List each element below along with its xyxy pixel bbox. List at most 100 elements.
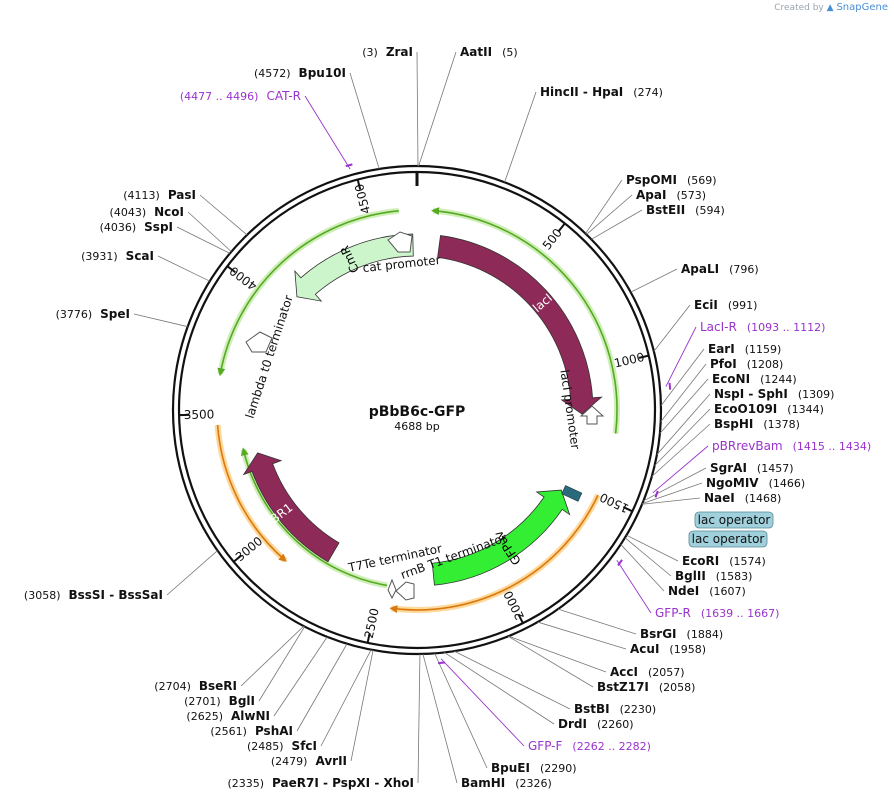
- site-label-naei: NaeI(1468): [704, 491, 781, 505]
- site-label-zrai: (3)ZraI: [362, 45, 413, 59]
- lac-operator-text-1: lac operator: [698, 513, 771, 527]
- tick-mark-1000: [638, 354, 649, 359]
- site-label-apai: ApaI(573): [636, 188, 706, 202]
- site-label-acui: AcuI(1958): [630, 642, 706, 656]
- leader-avrii: [350, 649, 374, 762]
- leader-bstz17i: [508, 635, 594, 688]
- tick-mark-2000: [517, 613, 524, 624]
- tick-mark-2500: [366, 632, 371, 644]
- primer-mark-laci-r: [668, 382, 672, 390]
- tick-mark-4500: [356, 179, 362, 190]
- feature-laci: [437, 235, 603, 415]
- leader-ecoo109i: [654, 408, 711, 467]
- rep-inner-arrow: [240, 447, 388, 587]
- site-label-bstbi: BstBI(2230): [574, 702, 656, 716]
- site-label-ndei: NdeI(1607): [668, 584, 746, 598]
- tick-mark-3000: [233, 554, 243, 563]
- backbone-outer-circle: [171, 164, 663, 656]
- leader-ncoi: [187, 211, 232, 252]
- rep-region-arrow: [216, 424, 287, 562]
- site-label-ncoi: (4043)NcoI: [110, 205, 184, 219]
- site-label-pfoi: PfoI(1208): [710, 357, 783, 371]
- leader-scai: [157, 255, 210, 282]
- primer-mark-gfp-r: [617, 559, 623, 566]
- primer-leader-gfp-r: [616, 559, 652, 614]
- site-label-bsphi: BspHI(1378): [714, 417, 800, 431]
- plasmid-length: 4688 bp: [394, 420, 439, 433]
- site-label-bsteii: BstEII(594): [646, 203, 725, 217]
- site-label-aatii: AatII(5): [460, 45, 518, 59]
- leader-spei: [133, 313, 188, 328]
- site-label-ecori: EcoRI(1574): [682, 554, 766, 568]
- leader-bsrgi: [557, 608, 637, 635]
- site-label-drdi: DrdI(2260): [558, 717, 634, 731]
- feature-pbbr1-rep: [242, 452, 340, 563]
- leader-bstbi: [453, 650, 571, 710]
- leader-hincii-hpai: [504, 91, 537, 183]
- leader-alwni: [273, 636, 328, 717]
- feature-cmr: [294, 233, 414, 302]
- site-label-scai: (3931)ScaI: [81, 249, 154, 263]
- leader-zrai: [416, 51, 419, 167]
- site-label-ecii: EciI(991): [694, 298, 757, 312]
- site-label-bstz17i: BstZ17I(2058): [597, 680, 695, 694]
- lambda-t0-terminator-arrow: [245, 331, 273, 353]
- snapgene-logo-icon: ▲: [826, 3, 834, 13]
- leader-bamhi: [422, 653, 458, 784]
- tick-label: 1000: [613, 350, 646, 371]
- plasmid-name: pBbB6c-GFP: [369, 404, 466, 420]
- gfp-region-arrow: [389, 494, 599, 614]
- site-label-spei: (3776)SpeI: [56, 307, 130, 321]
- leader-acci: [508, 635, 607, 673]
- leader-apai: [586, 194, 633, 235]
- tick-label: 1500: [597, 490, 631, 516]
- site-label-eari: EarI(1159): [708, 342, 781, 356]
- cat-promoter-arrow: [387, 231, 413, 253]
- tick-mark-1500: [622, 506, 633, 513]
- site-label-bsssi-bsssai: (3058)BssSI - BssSaI: [24, 588, 163, 602]
- laci-promoter-arrow: [579, 405, 605, 425]
- site-label-econi: EcoNI(1244): [712, 372, 797, 386]
- leader-econi: [659, 378, 709, 434]
- primer-mark-cat-r: [345, 163, 353, 168]
- site-label-sfci: (2485)SfcI: [247, 739, 317, 753]
- primer-label-gfp-r: GFP-R(1639 .. 1667): [655, 606, 779, 620]
- inner-label-lambda-t0: lambda t0 terminator: [243, 293, 296, 420]
- leader-bpuei: [434, 653, 488, 769]
- tick-mark-500: [557, 222, 566, 232]
- leader-bseri: [240, 625, 305, 687]
- primer-label-pbrrevbam: pBRrevBam(1415 .. 1434): [712, 439, 871, 453]
- leader-bglii: [624, 537, 672, 577]
- leader-drdi: [444, 652, 555, 725]
- feature-gfpuv: [431, 489, 571, 586]
- primer-leader-pbrrevbam: [652, 445, 709, 494]
- site-label-pshai: (2561)PshAI: [210, 724, 293, 738]
- lac-operator-label-2: lac operator: [688, 530, 768, 548]
- site-label-hincii-hpai: HincII - HpaI(274): [540, 85, 663, 99]
- leader-bsteii: [591, 209, 643, 240]
- primer-mark-gfp-f: [437, 661, 445, 665]
- leader-acui: [537, 621, 627, 650]
- tick-mark-4000: [226, 265, 236, 274]
- site-label-pasi: (4113)PasI: [123, 188, 196, 202]
- leader-aatii: [418, 51, 457, 167]
- t7te-terminator-arrow: [387, 578, 397, 600]
- primer-leader-gfp-f: [440, 658, 525, 747]
- leader-naei: [642, 497, 701, 505]
- primer-leader-laci-r: [665, 326, 697, 387]
- leader-ecori: [626, 534, 679, 562]
- leader-eari: [660, 348, 705, 406]
- site-label-alwni: (2625)AlwNI: [186, 709, 270, 723]
- site-label-bglii: BglII(1583): [675, 569, 752, 583]
- tick-label: 4500: [352, 182, 373, 215]
- watermark-brand: SnapGene: [836, 2, 888, 13]
- site-label-bgli: (2701)BglI: [184, 694, 255, 708]
- site-label-apali: ApaLI(796): [681, 262, 759, 276]
- cat-region-arrow: [217, 210, 399, 377]
- primer-label-gfp-f: GFP-F(2262 .. 2282): [528, 739, 651, 753]
- lac-operator-text-2: lac operator: [692, 532, 765, 546]
- site-label-bpuei: BpuEI(2290): [491, 761, 577, 775]
- site-label-nspi-sphi: NspI - SphI(1309): [714, 387, 834, 401]
- site-label-pspomi: PspOMI(569): [626, 173, 717, 187]
